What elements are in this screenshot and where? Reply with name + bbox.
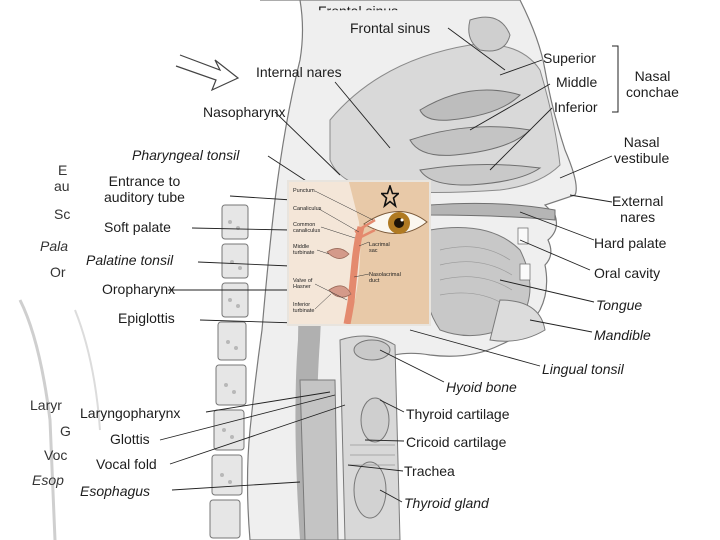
inset-label-lacrimal-sac: Lacrimal sac bbox=[369, 242, 390, 254]
label-inferior: Inferior bbox=[554, 99, 598, 115]
label-nasal-conchae: Nasal conchae bbox=[626, 68, 679, 100]
label-thyroid-gland: Thyroid gland bbox=[404, 495, 489, 511]
ghost-label-e: E bbox=[58, 162, 67, 178]
label-mandible: Mandible bbox=[594, 327, 651, 343]
label-hard-palate: Hard palate bbox=[594, 235, 666, 251]
label-lingual-tonsil: Lingual tonsil bbox=[542, 361, 624, 377]
label-external-nares: External nares bbox=[612, 193, 663, 225]
label-vocal-fold: Vocal fold bbox=[96, 456, 157, 472]
ghost-label-or: Or bbox=[50, 264, 66, 280]
ghost-label-g: G bbox=[60, 423, 71, 439]
ghost-label-laryr: Laryr bbox=[30, 397, 62, 413]
label-palatine-tonsil: Palatine tonsil bbox=[86, 252, 173, 268]
label-middle: Middle bbox=[556, 74, 597, 90]
inset-label-punctum: Punctum bbox=[293, 188, 315, 194]
label-oral-cavity: Oral cavity bbox=[594, 265, 660, 281]
label-cricoid-cartilage: Cricoid cartilage bbox=[406, 434, 506, 450]
inset-label-valve-of-hasner: Valve of Hasner bbox=[293, 278, 312, 290]
inset-label-inferior-turbinate: Inferior turbinate bbox=[293, 302, 314, 314]
inset-label-nasolacrimal-duct: Nasolacrimal duct bbox=[369, 272, 401, 284]
ghost-label-sc: Sc bbox=[54, 206, 70, 222]
ghost-label-pala: Pala bbox=[40, 238, 68, 254]
star-marker-icon bbox=[381, 185, 399, 209]
inset-label-common-canaliculus: Common canaliculus bbox=[293, 222, 320, 234]
label-laryngopharynx: Laryngopharynx bbox=[80, 405, 180, 421]
label-oropharynx: Oropharynx bbox=[102, 281, 175, 297]
inset-label-canaliculus: Canaliculus bbox=[293, 206, 321, 212]
label-soft-palate: Soft palate bbox=[104, 219, 171, 235]
arrow-icon bbox=[176, 55, 238, 90]
ghost-label-voc: Voc bbox=[44, 447, 67, 463]
label-internal-nares: Internal nares bbox=[256, 64, 342, 80]
label-trachea: Trachea bbox=[404, 463, 455, 479]
label-tongue: Tongue bbox=[596, 297, 642, 313]
label-epiglottis: Epiglottis bbox=[118, 310, 175, 326]
label-nasal-vestibule: Nasal vestibule bbox=[614, 134, 669, 166]
label-hyoid-bone: Hyoid bone bbox=[446, 379, 517, 395]
label-glottis: Glottis bbox=[110, 431, 150, 447]
label-esophagus: Esophagus bbox=[80, 483, 150, 499]
label-superior: Superior bbox=[543, 50, 596, 66]
lacrimal-apparatus-inset: Punctum Canaliculus Common canaliculus M… bbox=[287, 180, 431, 326]
label-nasopharynx: Nasopharynx bbox=[203, 104, 286, 120]
label-thyroid-cartilage: Thyroid cartilage bbox=[406, 406, 510, 422]
inset-label-middle-turbinate: Middle turbinate bbox=[293, 244, 314, 256]
vertebral-column bbox=[210, 205, 248, 538]
ghost-label-esop: Esop bbox=[32, 472, 64, 488]
label-entrance-auditory-tube: Entrance to auditory tube bbox=[104, 173, 185, 205]
label-frontal-sinus: Frontal sinus bbox=[350, 20, 430, 36]
label-pharyngeal-tonsil: Pharyngeal tonsil bbox=[132, 147, 239, 163]
ghost-label-au: au bbox=[54, 178, 70, 194]
